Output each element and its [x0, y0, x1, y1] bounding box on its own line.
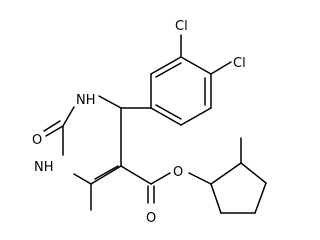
bond-cp-1 [210, 162, 242, 185]
atom-label-cl-top: Cl [175, 19, 188, 34]
atom-labels: Cl Cl NH NH O O O [32, 19, 246, 226]
bond-c6-c5 [90, 165, 122, 185]
bond-aryl-2 [180, 56, 212, 75]
bonds [43, 34, 267, 214]
atom-label-nh-lower: NH [34, 160, 54, 175]
bond-c2-o-inner [43, 120, 61, 132]
atom-label-o-urea: O [32, 133, 42, 148]
bond-c2-o [45, 125, 64, 137]
bond-c5-ester-c [120, 165, 152, 185]
bond-ester-c-o-single [150, 172, 171, 185]
molecule-structure: Cl Cl NH NH O O O [32, 19, 267, 226]
bond-cp-3 [254, 182, 267, 214]
bond-n1-c6 [73, 173, 92, 185]
atom-label-nh-upper: NH [76, 93, 96, 108]
bond-aryl-5 [150, 107, 182, 126]
atom-label-cl-right: Cl [233, 56, 246, 71]
atom-label-o-ester-double: O [146, 211, 156, 226]
bond-n3-c2 [62, 106, 75, 127]
bond-aryl-1 [150, 56, 182, 75]
bond-cp-5 [210, 183, 222, 214]
bond-c4-cl [210, 61, 232, 75]
bond-aryl-1-inner [155, 62, 182, 78]
bond-aryl-5-inner [155, 104, 182, 120]
bond-cp-2 [240, 162, 267, 184]
bond-aryl-4 [180, 107, 212, 126]
bond-c6-c5-inner [94, 165, 119, 180]
bond-c4-n3 [98, 95, 122, 109]
bond-ester-o-cyclopentyl [188, 172, 212, 185]
atom-label-o-ester-single: O [173, 165, 183, 180]
